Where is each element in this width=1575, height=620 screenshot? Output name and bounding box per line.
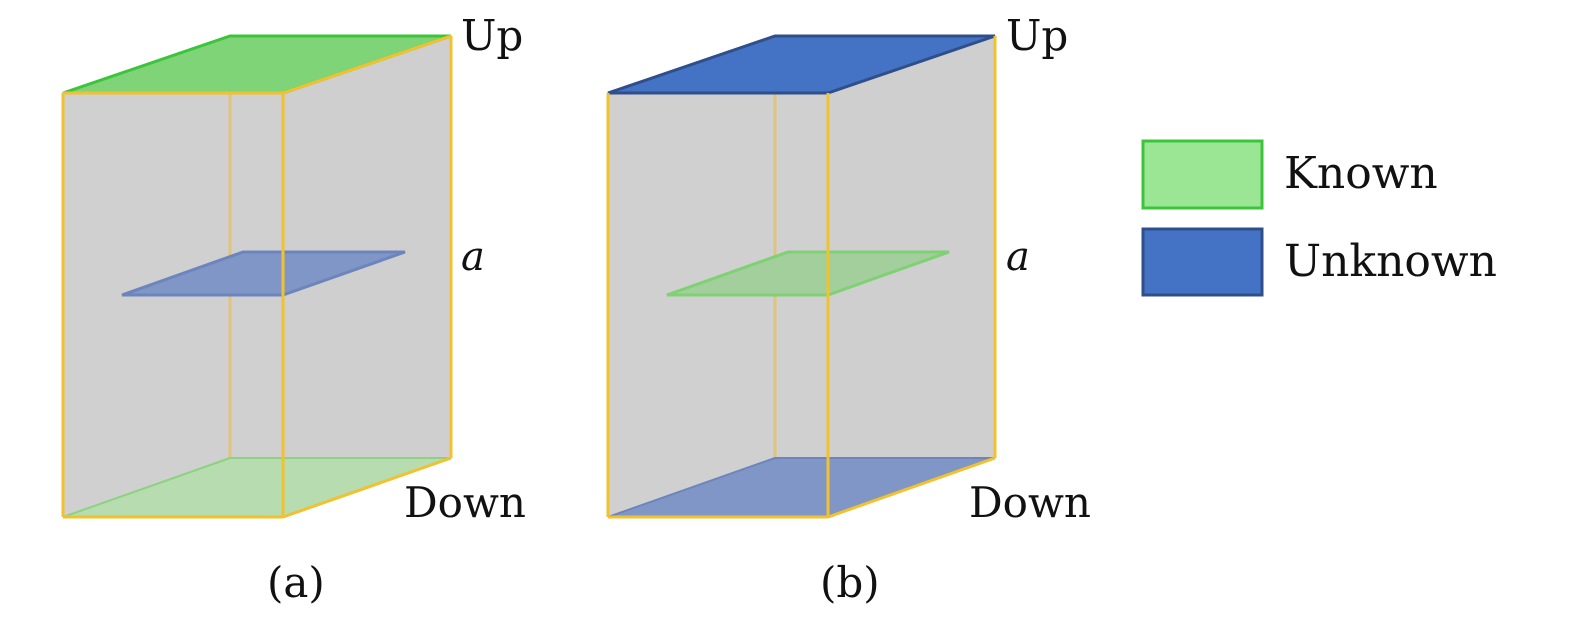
panel-b-caption: (b) — [820, 558, 880, 607]
box-b-edges — [606, 36, 997, 519]
legend-known-swatch — [1141, 139, 1264, 210]
legend: Known Unknown — [1141, 139, 1497, 297]
legend-known-label: Known — [1284, 148, 1438, 199]
panel-a-up-label: Up — [461, 11, 523, 60]
panel-a-caption: (a) — [267, 558, 325, 607]
box-a-edges — [61, 34, 453, 519]
box-a-front-face — [63, 93, 283, 517]
legend-unknown-label: Unknown — [1284, 236, 1497, 287]
panel-a-middle-label: a — [461, 234, 485, 280]
panel-b-middle-label: a — [1006, 234, 1030, 280]
box-b-front-face — [608, 93, 828, 517]
panel-a-down-label: Down — [404, 478, 526, 527]
plane-b-middle — [666, 250, 950, 297]
box-b-right-face — [828, 36, 995, 517]
panel-b: Up a Down (b) — [606, 11, 1091, 607]
panel-b-up-label: Up — [1006, 11, 1068, 60]
plane-a-middle — [121, 250, 406, 297]
box-a-right-face — [283, 36, 451, 517]
panel-b-down-label: Down — [969, 478, 1091, 527]
panel-a: Up a Down (a) — [61, 11, 526, 607]
legend-unknown-swatch — [1141, 227, 1264, 297]
